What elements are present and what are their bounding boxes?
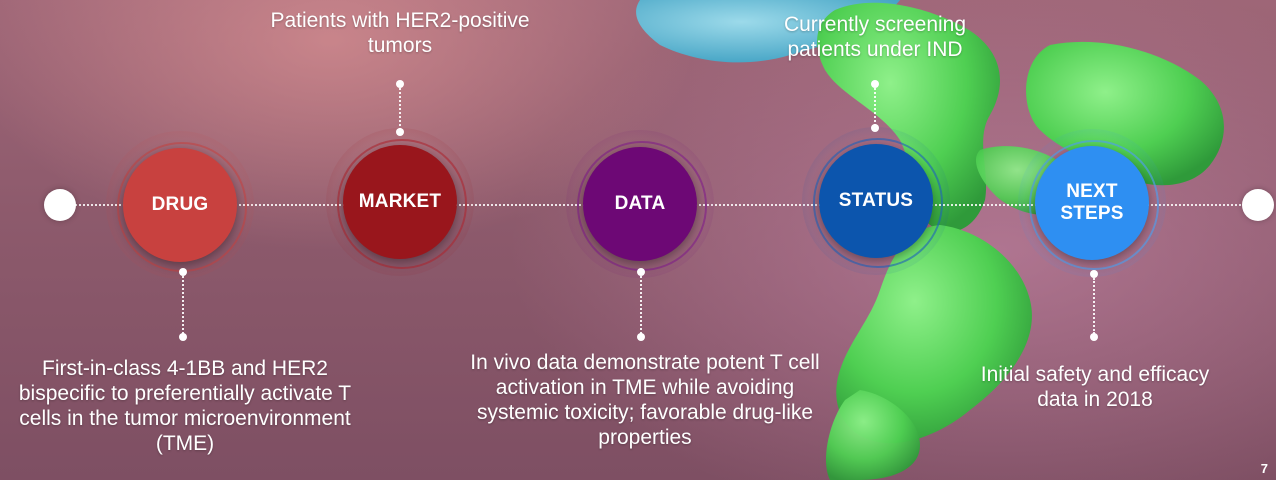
status-connector-top-dot [871,124,879,132]
data-connector-top-dot [637,268,645,276]
next-steps-node-label: NEXT STEPS [1060,181,1124,224]
next-steps-node[interactable]: NEXT STEPS [1035,146,1149,260]
data-caption: In vivo data demonstrate potent T cell a… [470,351,820,449]
status-node[interactable]: STATUS [819,144,933,258]
drug-caption: First-in-class 4-1BB and HER2 bispecific… [18,357,352,455]
timeline-start-dot [44,189,76,221]
next-steps-connector-end-dot [1090,333,1098,341]
data-node[interactable]: DATA [583,147,697,261]
drug-connector-top-dot [179,268,187,276]
next-steps-node-ring [1029,140,1159,270]
data-connector [640,276,642,334]
next-steps-connector-top-dot [1090,270,1098,278]
timeline-end-dot [1242,189,1274,221]
next-steps-caption: Initial safety and efficacy data in 2018 [980,363,1210,411]
status-node-ring [813,138,943,268]
status-node-label: STATUS [838,190,914,211]
market-node-label: MARKET [358,191,442,212]
status-connector-end-dot [871,80,879,88]
drug-connector [182,276,184,334]
market-connector-end-dot [396,80,404,88]
drug-node-label: DRUG [151,194,209,215]
status-connector [874,88,876,130]
data-node-label: DATA [614,193,666,214]
market-connector [399,88,401,134]
data-connector-end-dot [637,333,645,341]
market-node-ring [337,139,467,269]
drug-connector-end-dot [179,333,187,341]
status-caption: Currently screening patients under IND [783,13,967,61]
next-steps-connector [1093,278,1095,334]
drug-node[interactable]: DRUG [123,148,237,262]
market-node[interactable]: MARKET [343,145,457,259]
market-connector-top-dot [396,128,404,136]
page-number: 7 [1260,461,1268,476]
market-caption: Patients with HER2-positive tumors [270,9,530,57]
